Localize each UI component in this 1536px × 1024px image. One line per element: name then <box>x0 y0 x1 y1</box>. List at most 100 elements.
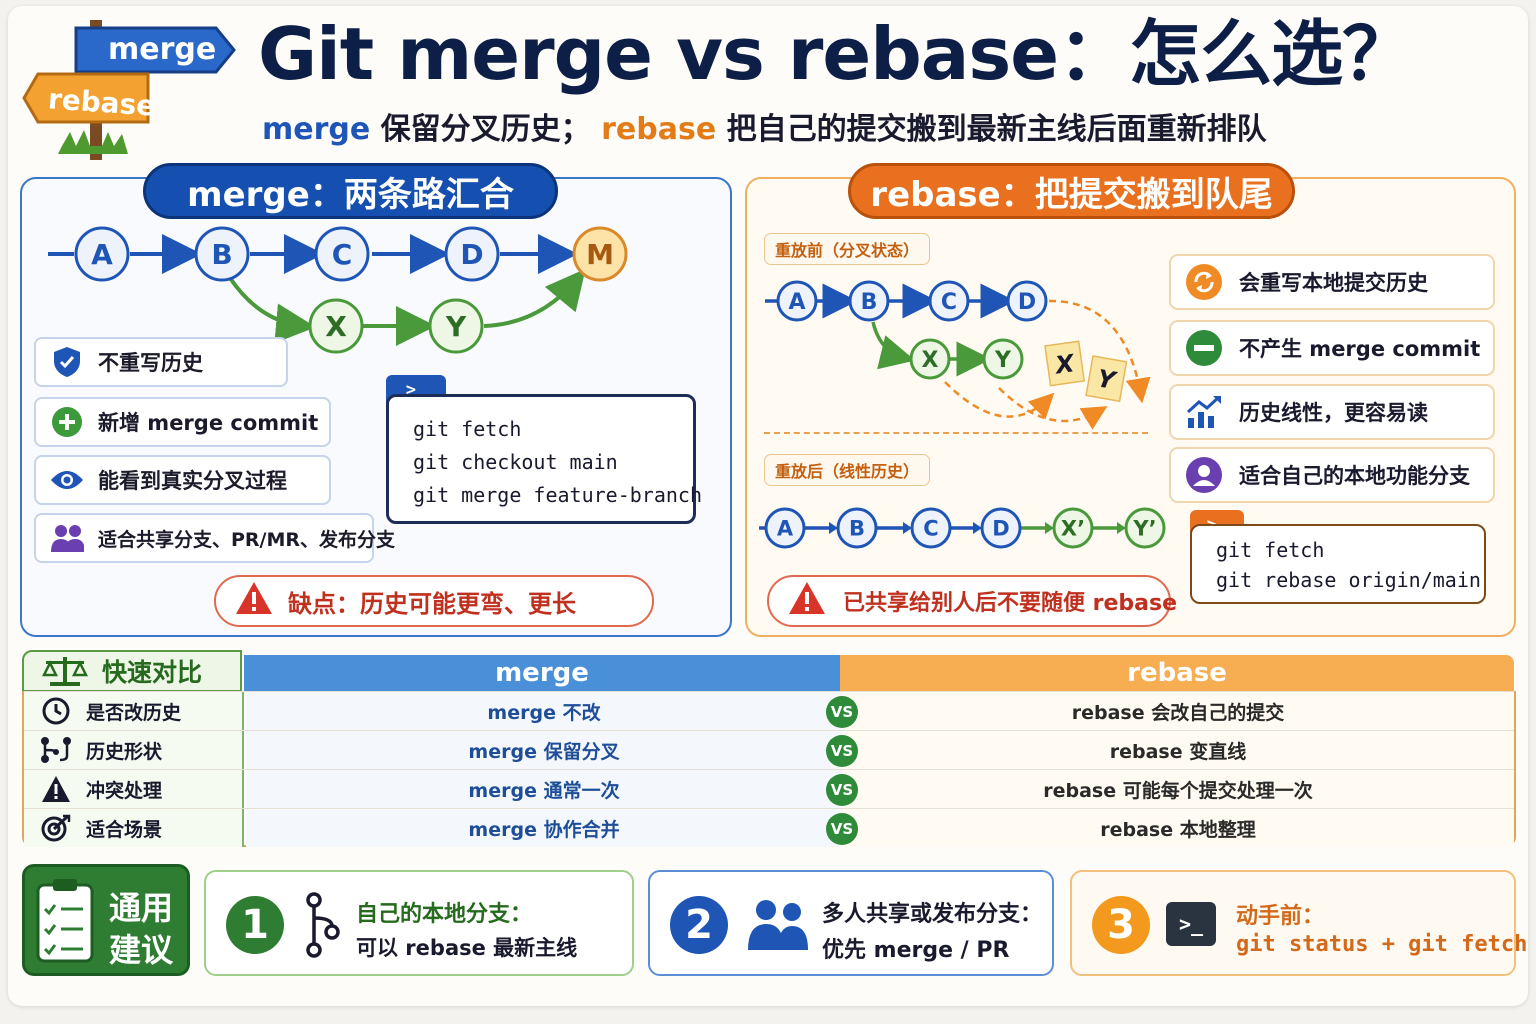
eye-icon <box>50 463 84 497</box>
sign-merge-label: merge <box>108 32 217 67</box>
branch-commit-node: Y <box>428 298 484 354</box>
svg-text:M: M <box>586 238 614 271</box>
svg-text:B: B <box>861 290 878 315</box>
table-row: 冲突处理 merge 通常一次 rebase 可能每个提交处理一次 VS <box>24 769 1514 808</box>
table-row: 适合场景 merge 协作合并 rebase 本地整理 VS <box>24 808 1514 847</box>
users-icon <box>50 521 84 555</box>
svg-text:X: X <box>922 348 939 373</box>
branch-icon <box>40 735 72 765</box>
commit-node: A <box>74 226 130 282</box>
users-icon <box>748 900 808 950</box>
rebase-move-arrow <box>1048 299 1151 404</box>
rebase-after-graph: A B C D X’ Y’ <box>759 507 1166 549</box>
row-label: 冲突处理 <box>24 770 244 808</box>
merge-feature-text: 能看到真实分叉过程 <box>98 469 287 493</box>
merge-warning-text: 缺点：历史可能更弯、更长 <box>288 589 576 618</box>
merge-feature-no-rewrite: 不重写历史 <box>34 337 288 387</box>
target-icon <box>40 813 72 843</box>
row-rebase-value: rebase 本地整理 <box>842 809 1514 847</box>
recommendation-title: 自己的本地分支： <box>356 902 533 927</box>
trend-icon <box>1185 393 1223 431</box>
merge-feature-shared: 适合共享分支、PR/MR、发布分支 <box>34 513 395 563</box>
rebase-after-arrowhead <box>829 522 838 534</box>
vs-badge: VS <box>826 696 858 728</box>
row-label-text: 历史形状 <box>86 740 163 763</box>
rebase-feature-rewrite: 会重写本地提交历史 <box>1169 254 1495 310</box>
commit-node: M <box>572 226 628 282</box>
commit-node: B <box>848 280 890 322</box>
warning-icon <box>787 580 827 622</box>
recommendation-card-3: 3 >_ 动手前： git status + git fetch <box>1070 870 1527 976</box>
rebase-warning-text: 已共享给别人后不要随便 rebase <box>843 591 1178 616</box>
recommendation-card-2: 2 多人共享或发布分支： 优先 merge / PR <box>648 870 1054 976</box>
comparison-label-text: 快速对比 <box>102 658 203 687</box>
comparison-head-merge: merge <box>244 655 840 691</box>
svg-text:X: X <box>325 310 347 343</box>
rebase-panel-title: rebase：把提交搬到队尾 <box>848 163 1295 219</box>
vs-badge: VS <box>826 774 858 806</box>
plus-icon <box>50 405 84 439</box>
user-icon <box>1185 456 1223 494</box>
page-subtitle: merge 保留分叉历史； rebase 把自己的提交搬到最新主线后面重新排队 <box>262 104 1267 148</box>
svg-text:Y: Y <box>994 348 1012 373</box>
recommendation-title: 多人共享或发布分支： <box>822 902 1043 927</box>
recommendation-number: 2 <box>670 896 728 954</box>
merge-code-box: git fetch git checkout main git merge fe… <box>386 394 702 524</box>
rebase-code-line: git rebase origin/main <box>1216 568 1481 592</box>
recommendation-title: 动手前： <box>1236 904 1325 929</box>
shield-icon <box>50 345 84 379</box>
merge-feature-visible: 能看到真实分叉过程 <box>34 455 331 505</box>
refresh-icon <box>1185 263 1223 301</box>
recommendation-label: 通用 建议 <box>22 864 190 976</box>
commit-node: C <box>910 507 952 549</box>
svg-text:C: C <box>332 238 353 271</box>
page-title: Git merge vs rebase：怎么选？ <box>258 12 1414 96</box>
branch-commit-node: X <box>909 338 951 380</box>
subtitle-merge: merge <box>262 112 371 147</box>
commit-node: A <box>776 280 818 322</box>
merge-code-line: git checkout main <box>413 450 618 474</box>
clock-icon <box>40 696 72 726</box>
merge-panel-title: merge：两条路汇合 <box>143 163 558 219</box>
merge-warning: 缺点：历史可能更弯、更长 <box>214 575 654 627</box>
rebase-warning: 已共享给别人后不要随便 rebase <box>767 575 1177 627</box>
svg-text:A: A <box>91 238 113 271</box>
svg-text:A: A <box>788 290 805 315</box>
svg-text:D: D <box>992 517 1009 541</box>
recommendation-number: 1 <box>226 896 284 954</box>
recommendation-text: 可以 rebase 最新主线 <box>356 936 578 960</box>
warning-icon <box>234 580 274 622</box>
svg-text:B: B <box>849 517 865 541</box>
svg-text:Y’: Y’ <box>1132 517 1156 541</box>
scale-icon <box>42 655 88 687</box>
row-merge-value: merge 不改 <box>246 692 842 730</box>
recommendation-text: 优先 merge / PR <box>822 938 1010 963</box>
table-row: 历史形状 merge 保留分叉 rebase 变直线 VS <box>24 730 1514 769</box>
recommendation-label-line1: 通用 <box>109 889 174 927</box>
table-row: 是否改历史 merge 不改 rebase 会改自己的提交 VS <box>24 691 1514 730</box>
row-label-text: 冲突处理 <box>86 779 163 802</box>
rebased-commit-node: X’ <box>1052 507 1094 549</box>
row-label: 历史形状 <box>24 731 244 769</box>
svg-text:C: C <box>923 517 938 541</box>
rebase-after-arrowhead <box>973 522 982 534</box>
comparison-table: 是否改历史 merge 不改 rebase 会改自己的提交 VS 历史形状 me… <box>22 691 1516 847</box>
merge-code-line: git merge feature-branch <box>413 483 702 507</box>
row-merge-value: merge 协作合并 <box>246 809 842 847</box>
rebase-before-label: 重放前（分叉状态） <box>764 233 931 265</box>
recommendation-label-line2: 建议 <box>109 931 174 969</box>
branch-commit-node: X <box>308 298 364 354</box>
rebase-note-x: X <box>1044 340 1086 387</box>
merge-code-line: git fetch <box>413 417 522 441</box>
rebase-feature-local: 适合自己的本地功能分支 <box>1169 447 1495 503</box>
commit-node: B <box>836 507 878 549</box>
svg-text:D: D <box>460 238 483 271</box>
commit-node: D <box>444 226 500 282</box>
recommendation-card-1: 1 自己的本地分支： 可以 rebase 最新主线 <box>204 870 634 976</box>
merge-branch-in <box>483 268 586 328</box>
rebase-code-line: git fetch <box>1216 538 1325 562</box>
svg-text:A: A <box>777 517 794 541</box>
svg-text:X’: X’ <box>1061 517 1085 541</box>
merge-feature-commit: 新增 merge commit <box>34 397 331 447</box>
